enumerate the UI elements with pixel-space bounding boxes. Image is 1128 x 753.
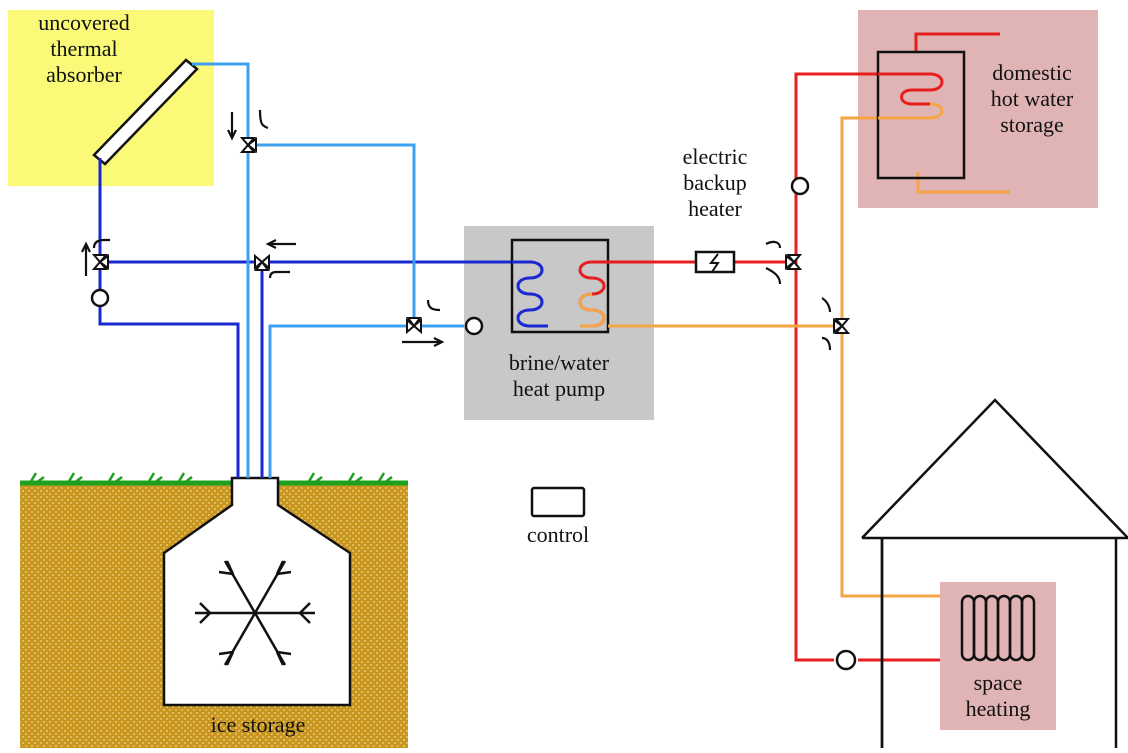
- evaporator-coil: [512, 260, 548, 328]
- dhw-storage-background: [858, 10, 1098, 208]
- arrow-return-bottom-icon: [821, 336, 832, 351]
- heat-pump-label: brine/water heat pump: [508, 350, 610, 401]
- control-label: control: [526, 522, 590, 547]
- arrow-bypass-down-icon: [227, 112, 237, 141]
- flow-arrows: [81, 109, 832, 351]
- arrow-absorber-branch-icon: [92, 238, 110, 249]
- control-unit-icon: [530, 486, 586, 518]
- arrow-inlet-right-icon: [402, 337, 445, 347]
- valve-supply-icon: [785, 254, 803, 270]
- valve-return-icon: [833, 318, 851, 334]
- absorber-pump-icon: [90, 288, 110, 308]
- arrow-bypass-branch-icon: [258, 109, 269, 130]
- brine-pipes-light: [192, 62, 464, 478]
- valve-center-icon: [254, 253, 270, 271]
- thermal-absorber-panel: [92, 58, 199, 166]
- condenser-coil-return: [578, 292, 606, 328]
- brine-pipes-dark: [98, 158, 512, 478]
- arrow-return-top-icon: [821, 297, 832, 313]
- heat-pump-brine-pump-icon: [464, 316, 484, 336]
- dhw-coil-hot: [878, 72, 944, 106]
- arrow-supply-bottom-icon: [765, 267, 782, 285]
- arrow-center-left-icon: [265, 239, 296, 249]
- ice-storage-label: ice storage: [210, 712, 306, 737]
- arrow-inlet-branch-icon: [426, 299, 441, 312]
- lightning-icon: [708, 253, 720, 273]
- three-way-valves: [91, 137, 851, 335]
- arrow-absorber-up-icon: [81, 241, 91, 276]
- absorber-label: uncovered thermal absorber: [38, 10, 130, 87]
- heat-pump-background: [464, 226, 654, 420]
- arrow-supply-top-icon: [765, 240, 782, 249]
- dhw-pump-icon: [790, 176, 810, 196]
- ice-storage-tank: [162, 476, 352, 707]
- valve-absorber-icon: [91, 254, 109, 270]
- house-roof: [861, 398, 1128, 540]
- electric-heater-label: electric backup heater: [682, 144, 748, 221]
- dhw-tank: [876, 50, 966, 180]
- grass-tufts: [28, 472, 393, 484]
- pumps: [90, 176, 857, 671]
- arrow-center-branch-icon: [268, 270, 290, 279]
- space-heating-pump-icon: [835, 649, 857, 671]
- radiator-icon: [960, 594, 1036, 662]
- valve-heat-pump-inlet-icon: [406, 317, 422, 335]
- dhw-coil-return: [878, 102, 944, 120]
- valve-bypass-top-icon: [239, 137, 257, 153]
- space-heating-label: space heating: [965, 670, 1031, 721]
- snowflake-icon: [195, 560, 315, 666]
- dhw-storage-label: domestic hot water storage: [990, 60, 1074, 137]
- heat-pump-unit: [510, 238, 610, 334]
